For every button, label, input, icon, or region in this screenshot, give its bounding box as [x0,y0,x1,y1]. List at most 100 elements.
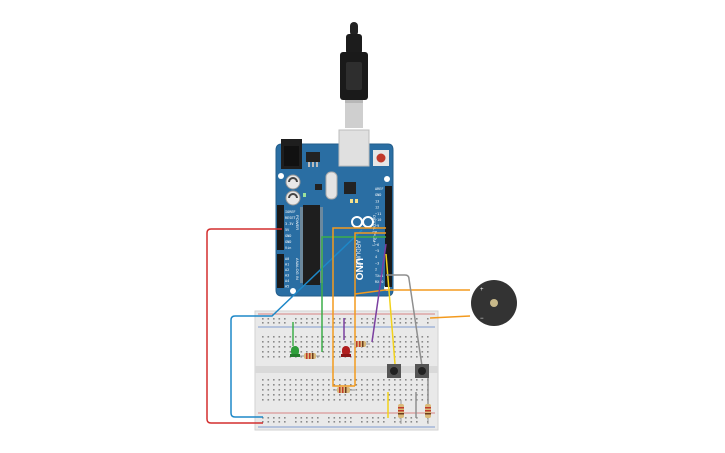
breadboard-hole [267,389,270,391]
breadboard-hole [339,341,341,343]
breadboard-hole [421,356,424,358]
breadboard-hole [262,417,264,419]
breadboard-hole [328,421,330,423]
pin-label: ~5 [375,249,379,253]
wire-purple-a[interactable] [371,243,387,343]
breadboard-hole [284,341,286,343]
breadboard-hole [399,389,402,391]
reset-button[interactable] [376,153,386,163]
wire-green-led[interactable] [321,236,386,352]
breadboard-hole [388,384,391,386]
resistor-band [356,341,358,347]
pushbutton-2[interactable] [415,364,429,378]
breadboard-hole [399,356,402,358]
pin-label: 7 [375,237,377,241]
wire-orange-buzzer-plus[interactable] [354,289,470,295]
breadboard-hole [333,346,336,348]
breadboard-hole [333,322,336,324]
breadboard-hole [350,336,352,338]
pin-label: RESET [285,216,296,220]
wires [206,227,471,424]
breadboard-hole [300,421,303,423]
wire-orange-a[interactable] [332,227,386,387]
breadboard-hole [410,346,413,348]
breadboard-hole [383,336,385,338]
breadboard-hole [289,384,292,386]
breadboard-hole [284,421,286,423]
breadboard-hole [372,356,374,358]
logo-ring-right [362,216,374,228]
resistor-button-2[interactable] [425,400,431,424]
breadboard-hole [388,336,391,338]
breadboard-hole [333,336,336,338]
breadboard-hole [372,341,374,343]
wire-yellow-button[interactable] [385,253,396,365]
breadboard-hole [361,399,363,401]
pin-label: A2 [285,268,289,272]
breadboard-hole [317,384,319,386]
breadboard-hole [317,318,319,320]
crystal-oscillator [325,171,338,200]
wire-red-5v[interactable] [206,228,282,424]
breadboard-hole [284,356,286,358]
pin-label: A1 [285,263,289,267]
wire-gray-button[interactable] [386,274,423,367]
breadboard-hole [284,318,286,320]
breadboard-hole [416,346,418,348]
breadboard-hole [366,341,369,343]
breadboard-hole [372,351,374,353]
voltage-regulator [306,152,320,162]
breadboard-hole [405,417,407,419]
breadboard-hole [328,336,330,338]
piezo-buzzer[interactable]: + − [471,280,517,326]
board-model-label: UNO [353,258,364,280]
power-header-label: POWER [295,215,300,230]
breadboard-hole [317,379,319,381]
wire-blue-gnd[interactable] [230,229,363,418]
breadboard-hole [278,351,281,353]
breadboard-hole [416,384,418,386]
breadboard-hole [405,421,407,423]
breadboard-hole [416,399,418,401]
breadboard-hole [311,384,314,386]
green-led[interactable] [290,346,300,357]
breadboard-hole [273,384,275,386]
resistor-lower[interactable] [333,387,355,393]
breadboard-hole [350,351,352,353]
breadboard-hole [394,341,396,343]
breadboard-hole [284,351,286,353]
usb-cable-strain-relief [346,34,362,54]
breadboard-hole [262,322,264,324]
breadboard-hole [339,417,341,419]
breadboard-hole [383,379,385,381]
pushbutton-1[interactable] [387,364,401,378]
breadboard-hole [306,322,308,324]
breadboard-hole [300,322,303,324]
usb-interface-chip [344,182,356,194]
wire-orange-buzzer-minus[interactable] [429,315,471,319]
breadboard-hole [289,399,292,401]
breadboard-hole [306,379,308,381]
breadboard-hole [267,336,270,338]
atmega-microcontroller [303,205,320,285]
breadboard-hole [421,346,424,348]
usb-cable[interactable] [340,22,368,128]
resistor-red-led[interactable] [350,341,370,347]
breadboard-hole [344,341,347,343]
breadboard-hole [289,351,292,353]
resistor-button-1[interactable] [398,400,404,424]
breadboard-hole [300,389,303,391]
breadboard-hole [350,384,352,386]
resistor-green-led[interactable] [300,353,320,359]
breadboard-hole [394,322,396,324]
breadboard-hole [322,346,325,348]
breadboard-hole [289,341,292,343]
breadboard-hole [311,421,314,423]
breadboard-hole [372,399,374,401]
breadboard-hole [311,346,314,348]
red-led[interactable] [341,346,351,357]
pin-label: ~10 [375,218,381,222]
wire-orange-b[interactable] [354,232,386,386]
breadboard[interactable] [254,310,439,431]
